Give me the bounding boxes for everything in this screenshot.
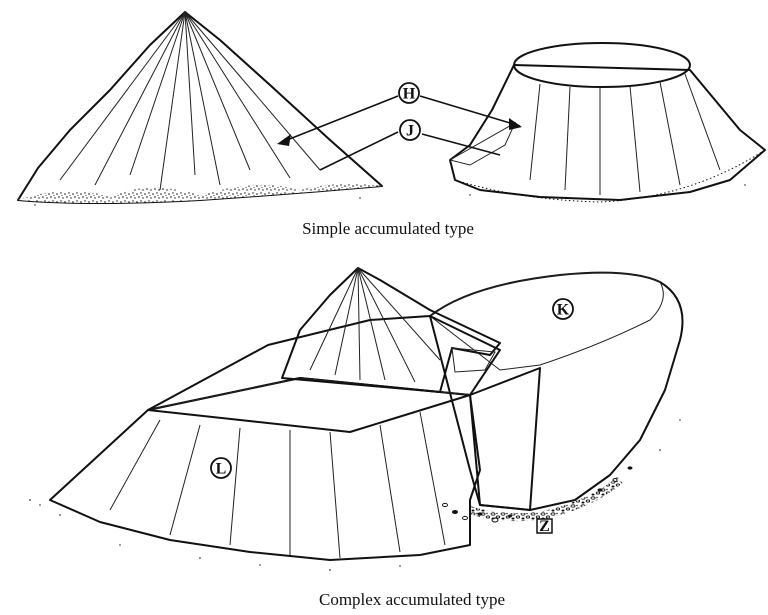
complex-central-cone <box>282 268 500 392</box>
label-h-marker: H <box>399 83 419 103</box>
label-l-marker: L <box>211 458 231 478</box>
complex-elongated-mound: K <box>430 273 683 522</box>
caption-simple: Simple accumulated type <box>302 219 474 238</box>
label-j-marker: J <box>400 120 420 140</box>
label-l: L <box>216 461 227 478</box>
central-cone-ridge-lines <box>310 268 440 382</box>
ground-stipple <box>29 184 746 571</box>
caption-complex: Complex accumulated type <box>319 590 505 609</box>
platform-ridge-lines <box>110 412 445 558</box>
label-h: H <box>403 86 416 103</box>
truncated-ridge-lines <box>530 74 720 195</box>
simple-truncated-mound <box>450 43 765 202</box>
label-k: K <box>557 302 570 319</box>
complex-platform-mound: L <box>50 316 500 560</box>
label-z: Z <box>539 518 550 535</box>
z-marker-box: Z <box>537 518 552 535</box>
simple-callouts: H J <box>277 83 522 170</box>
simple-cone-mound <box>18 12 382 203</box>
label-j: J <box>406 123 414 140</box>
label-k-marker: K <box>553 299 573 319</box>
